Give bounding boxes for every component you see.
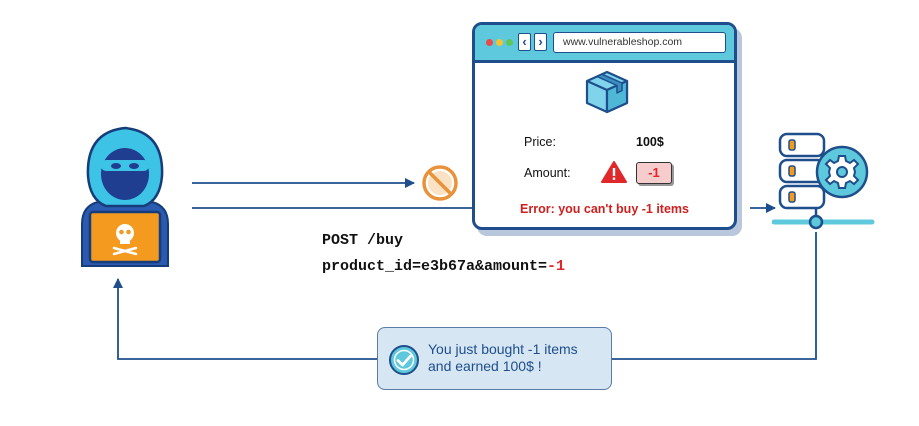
- request-line-body: product_id=e3b67a&amount=-1: [322, 258, 565, 275]
- browser-window: ‹ › www.vulnerableshop.com Price: 100$ A…: [472, 22, 737, 230]
- gear-icon: [815, 145, 869, 199]
- window-dot-green[interactable]: [506, 39, 513, 46]
- price-label: Price:: [524, 135, 556, 149]
- result-text: You just bought -1 items and earned 100$…: [428, 341, 578, 375]
- window-dot-yellow[interactable]: [496, 39, 503, 46]
- request-params: product_id=e3b67a&amount=: [322, 258, 548, 275]
- result-line-1: You just bought -1 items: [428, 341, 578, 357]
- browser-toolbar: ‹ › www.vulnerableshop.com: [475, 25, 734, 63]
- request-line-method: POST /buy: [322, 232, 404, 249]
- price-value: 100$: [636, 135, 664, 149]
- package-icon: [585, 70, 629, 114]
- amount-label: Amount:: [524, 166, 571, 180]
- response-path-return: [113, 278, 377, 360]
- window-dot-red[interactable]: [486, 39, 493, 46]
- forward-button[interactable]: ›: [534, 33, 547, 51]
- result-message-box: You just bought -1 items and earned 100$…: [377, 327, 612, 390]
- request-amount-value: -1: [547, 258, 566, 275]
- warning-icon: [601, 161, 627, 183]
- back-button[interactable]: ‹: [518, 33, 531, 51]
- amount-input[interactable]: -1: [636, 162, 672, 184]
- response-path: [612, 232, 817, 360]
- server-icon: [772, 132, 875, 230]
- checkmark-icon: [389, 345, 419, 375]
- address-bar[interactable]: www.vulnerableshop.com: [553, 32, 726, 53]
- block-icon: [422, 165, 458, 201]
- result-line-2: and earned 100$ !: [428, 358, 542, 374]
- error-message: Error: you can't buy -1 items: [520, 202, 689, 216]
- hacker-icon: [81, 126, 169, 267]
